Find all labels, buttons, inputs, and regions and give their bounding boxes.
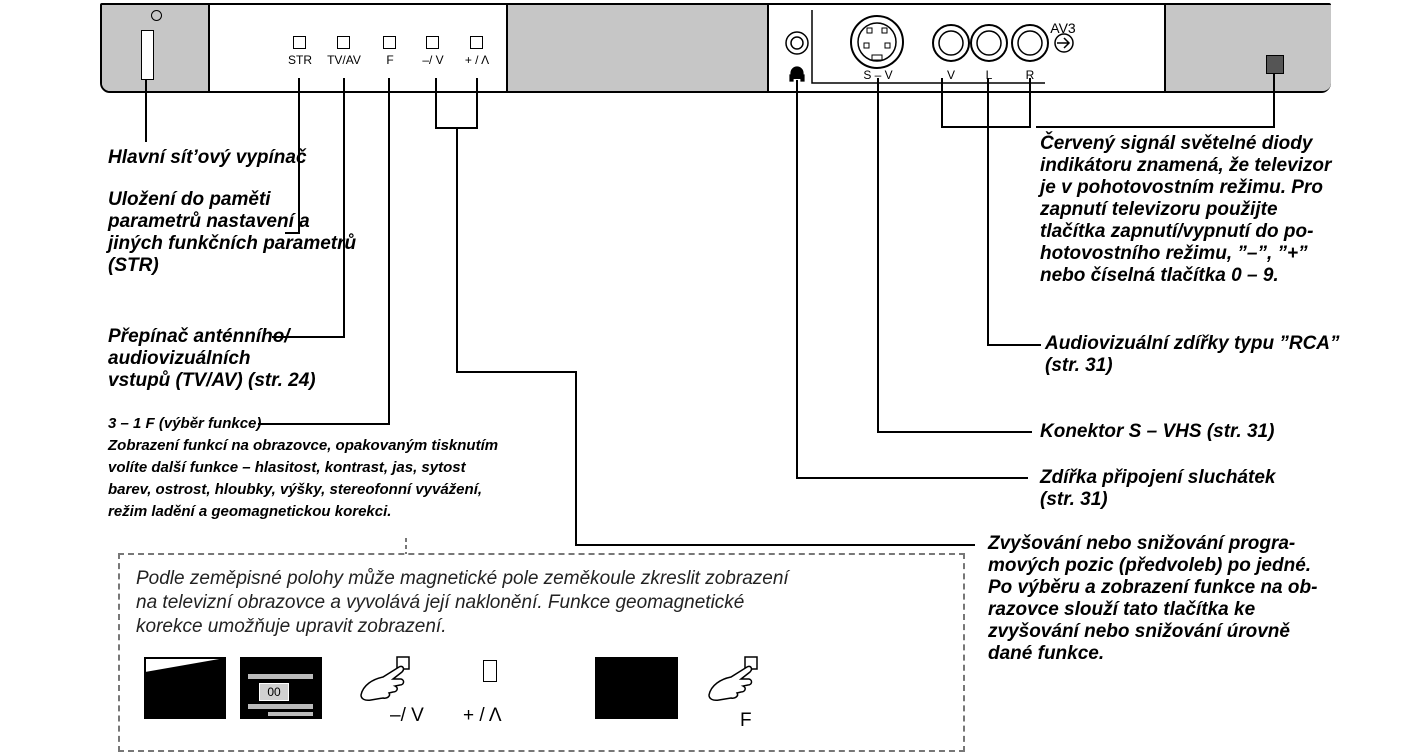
callout-led: Červený signál světelné diody indikátoru… [1040, 133, 1332, 286]
str-button[interactable] [293, 36, 306, 49]
callout-str: Uložení do paměti parametrů nastavení a … [108, 189, 357, 276]
leader-updown-2 [456, 371, 577, 373]
menu-bar-mid [248, 704, 313, 709]
note-minus-label: –/ V [390, 705, 424, 726]
leader-rca-h [987, 344, 1041, 346]
tvav-button-label: TV/AV [327, 53, 361, 67]
bracket-v [941, 78, 943, 128]
power-switch-indicator-circle [151, 10, 162, 21]
leader-updown-1 [456, 127, 458, 373]
hand-pressing-minus-icon [360, 656, 410, 701]
panel-middle-gray-section [506, 5, 769, 91]
headphone-jack [785, 31, 809, 55]
bracket-plus [476, 78, 478, 129]
menu-bar-top [248, 674, 313, 679]
leader-str-h [285, 232, 300, 234]
str-button-label: STR [288, 53, 312, 67]
note-f-label: F [740, 710, 752, 731]
tvav-button[interactable] [337, 36, 350, 49]
leader-updown-4 [575, 544, 975, 546]
standby-led [1266, 55, 1284, 74]
plus-button-label: + / Λ [464, 53, 490, 67]
leader-rca [987, 78, 989, 346]
leader-headphone-h [796, 477, 1028, 479]
power-switch[interactable] [141, 30, 154, 80]
headphone-icon [789, 66, 805, 82]
leader-str [298, 78, 300, 233]
leader-headphone [796, 80, 798, 479]
rca-l-label: L [985, 68, 993, 82]
leader-led [1273, 74, 1275, 128]
callout-rca: Audiovizuální zdířky typu ”RCA” (str. 31… [1045, 333, 1340, 376]
callout-headphone: Zdířka připojení sluchátek (str. 31) [1040, 467, 1276, 510]
geomagnetic-note-box [118, 553, 965, 752]
leader-svhs-h [877, 431, 1032, 433]
note-box-connector [405, 538, 407, 554]
leader-updown-3 [575, 371, 577, 546]
tilted-screen-illustration [144, 657, 226, 719]
leader-power [145, 80, 147, 142]
av3-label: AV3 [1050, 20, 1076, 36]
rca-r-label: R [1025, 68, 1035, 82]
menu-value-box: 00 [259, 683, 289, 701]
leader-svhs [877, 78, 879, 433]
note-plus-label: + / Λ [463, 705, 502, 726]
note-plus-button [483, 660, 497, 682]
minus-button-label: –/ V [422, 53, 444, 67]
callout-updown: Zvyšování nebo snižování progra- mových … [988, 533, 1318, 664]
bracket-minus [435, 78, 437, 129]
leader-f-h [258, 423, 390, 425]
bracket-r [1029, 78, 1031, 128]
connector-area [785, 10, 1074, 84]
callout-svhs: Konektor S – VHS (str. 31) [1040, 421, 1275, 442]
leader-tvav-h [272, 336, 345, 338]
f-button-label: F [386, 53, 394, 67]
svideo-label: S – V [863, 68, 893, 82]
rca-v-label: V [946, 68, 955, 82]
note-text: Podle zeměpisné polohy může magnetické p… [136, 568, 789, 637]
menu-bar-low [268, 712, 313, 716]
callout-tvav: Přepínač anténního/ audiovizuálních vstu… [108, 326, 316, 391]
callout-f-title: 3 – 1 F (výběr funkce) [108, 415, 262, 432]
black-screen-illustration [595, 657, 678, 719]
minus-button[interactable] [426, 36, 439, 49]
hand-pressing-f-icon [708, 656, 758, 701]
bracket-rca-bottom [941, 126, 1031, 128]
f-button[interactable] [383, 36, 396, 49]
callout-power-switch: Hlavní sít’ový vypínač [108, 147, 307, 168]
callout-f-desc: Zobrazení funkcí na obrazovce, opakovaný… [108, 437, 499, 520]
panel-right-gray-section [1164, 5, 1331, 91]
leader-led-h [1036, 126, 1275, 128]
plus-button[interactable] [470, 36, 483, 49]
leader-f [388, 78, 390, 424]
leader-tvav [343, 78, 345, 337]
